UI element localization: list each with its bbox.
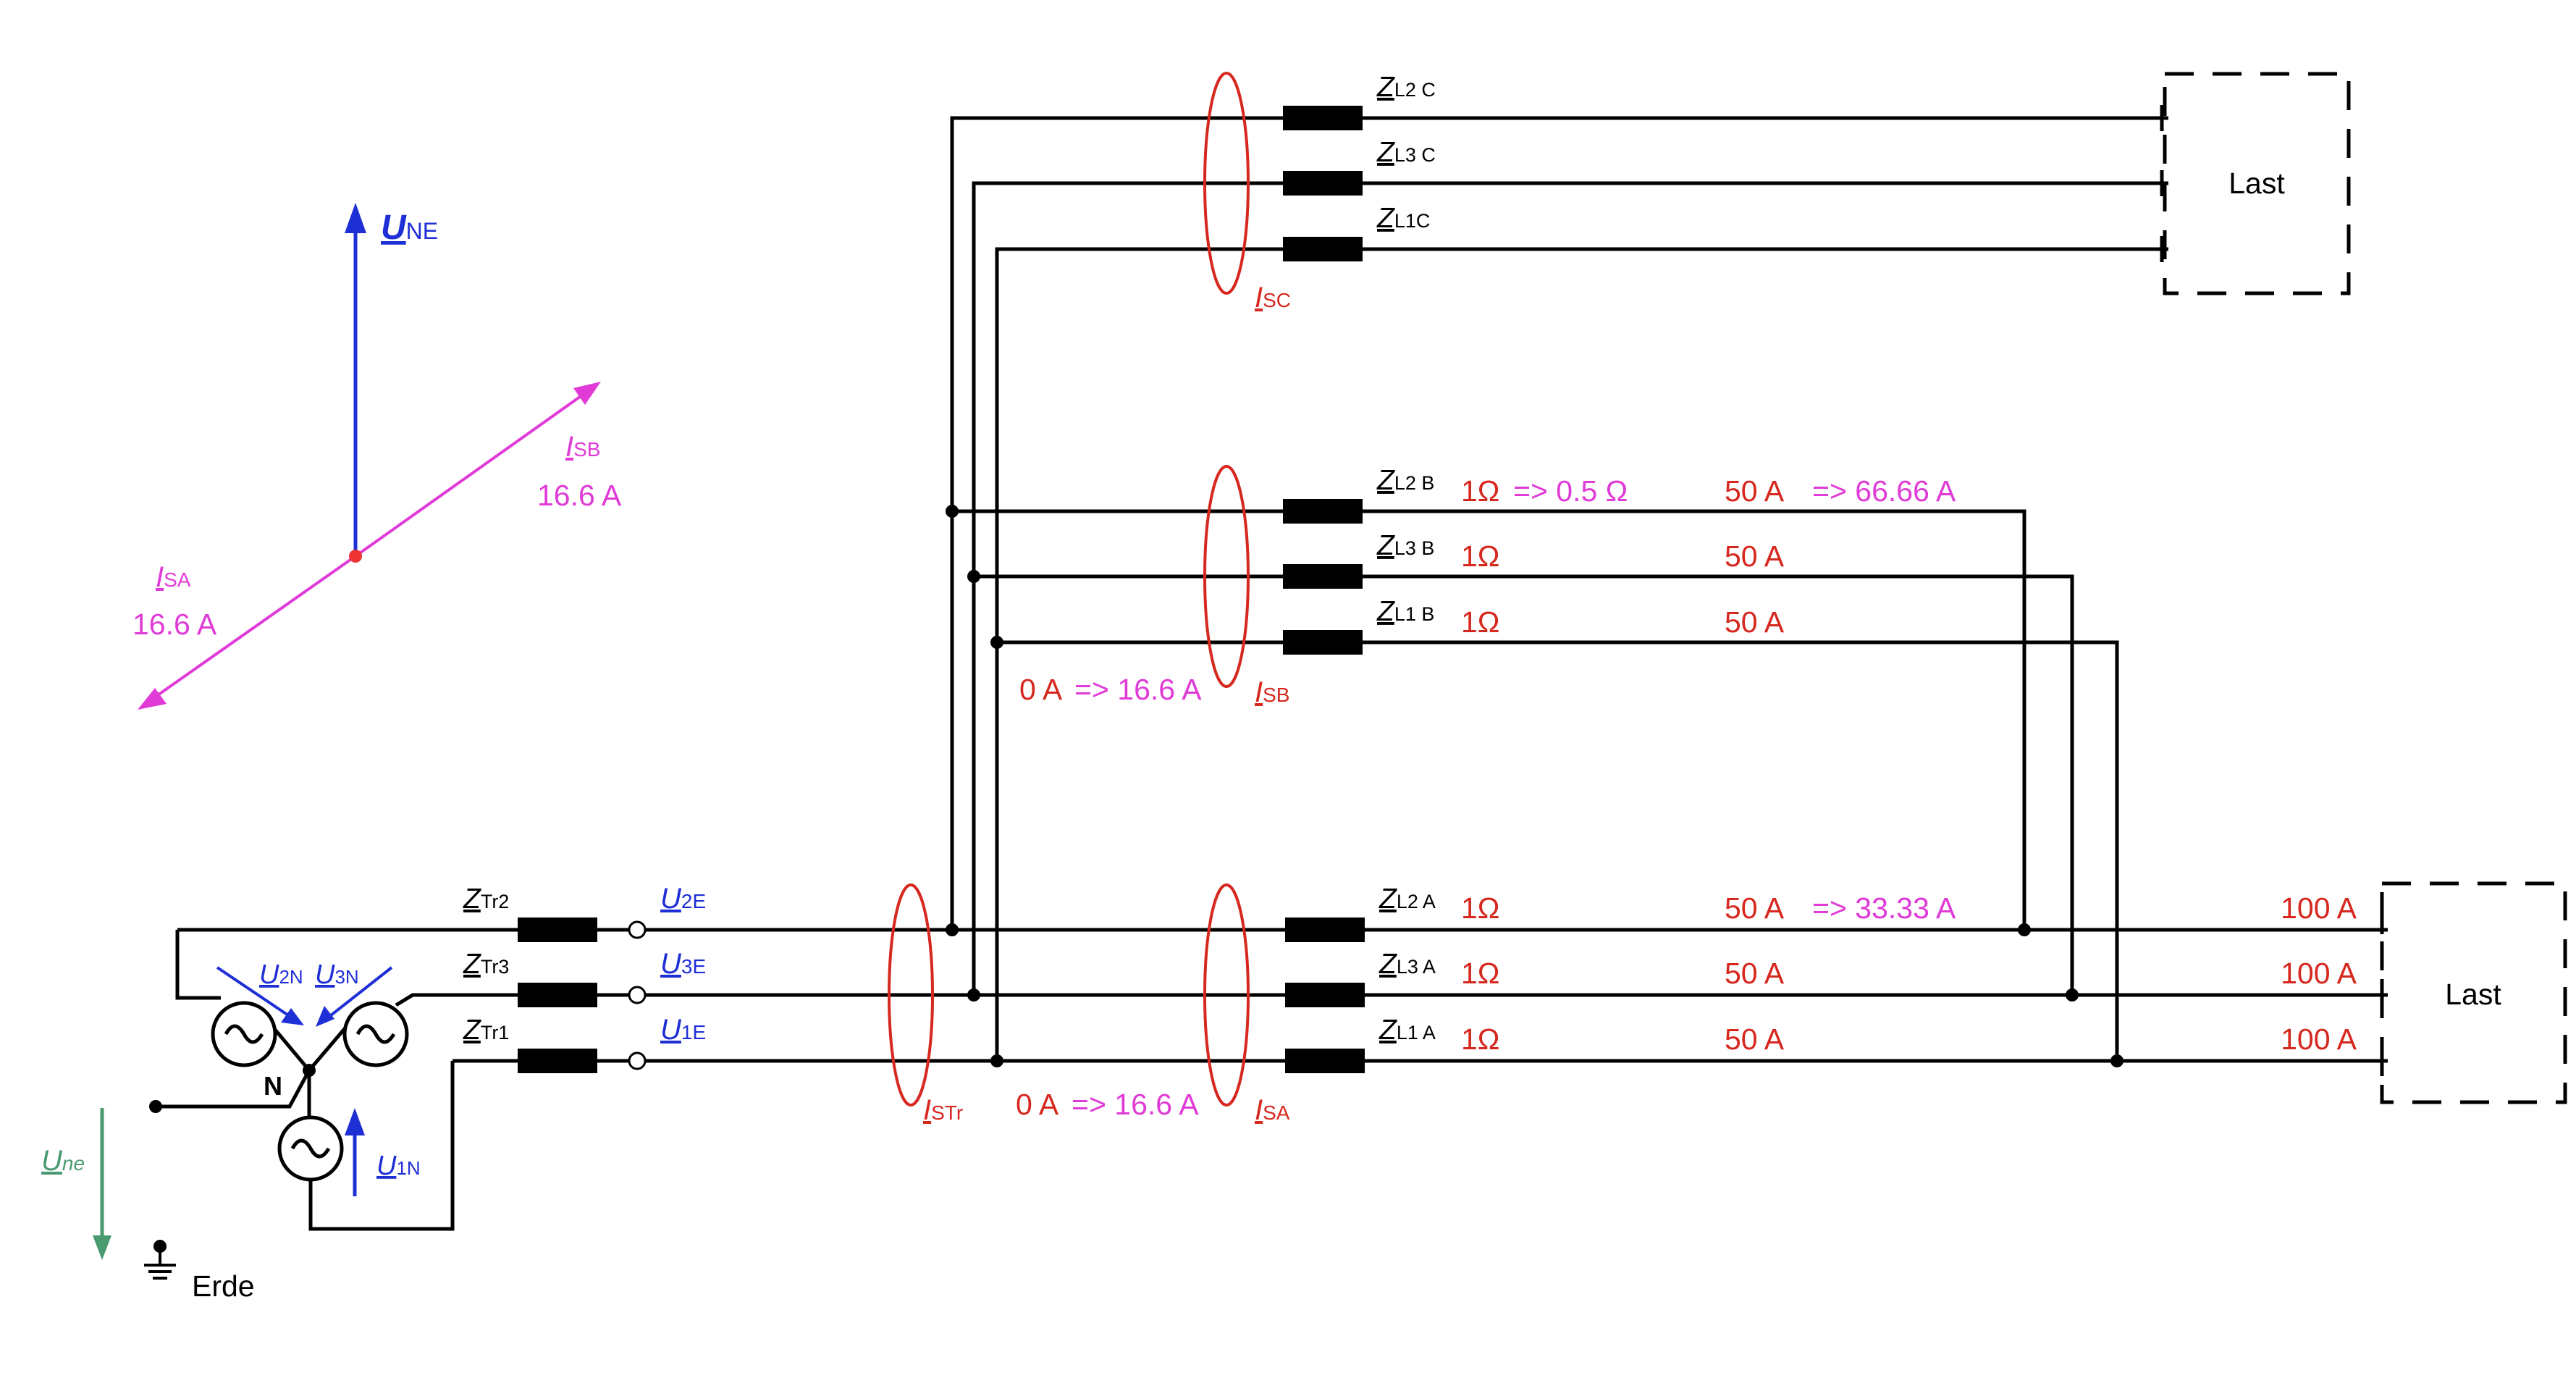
isb-value: 16.6 A	[537, 479, 622, 512]
une-label: UNE	[381, 209, 438, 247]
wire-l2-c	[950, 116, 2168, 930]
phasor-origin	[349, 550, 362, 563]
svg-text:1Ω: 1Ω	[1461, 957, 1499, 990]
svg-text:U3E: U3E	[660, 948, 706, 980]
terminals	[628, 920, 647, 1070]
isb-ellipse-label: ISB	[1255, 676, 1289, 708]
ellipse-isb	[1203, 465, 1250, 688]
isc-label: ISC	[1255, 282, 1291, 314]
svg-text:50 A: 50 A	[1725, 957, 1785, 990]
svg-text:ZL3 C: ZL3 C	[1376, 137, 1436, 168]
svg-text:0 A: 0 A	[1019, 673, 1063, 706]
isb-label: ISB	[565, 431, 600, 463]
isa-arrowhead	[138, 688, 167, 710]
svg-text:1Ω: 1Ω	[1461, 605, 1499, 639]
impedances-b	[1283, 499, 1363, 655]
phasor-diagram: UNE ISB 16.6 A ISA 16.6 A	[132, 203, 622, 710]
une-arrowhead	[345, 203, 366, 233]
svg-text:ZL3 A: ZL3 A	[1379, 949, 1436, 980]
svg-text:ZL3 B: ZL3 B	[1376, 530, 1434, 561]
neutral-label: N	[264, 1071, 282, 1101]
wire-l3-b	[974, 574, 2074, 995]
impedances-tr	[518, 918, 597, 1073]
svg-text:0 A: 0 A	[1016, 1088, 1059, 1121]
svg-text:=> 33.33 A: => 33.33 A	[1812, 891, 1956, 925]
labels-group-b: ZL2 B ZL3 B ZL1 B 1Ω => 0.5 Ω 50 A => 66…	[1019, 465, 1956, 708]
svg-text:1Ω: 1Ω	[1461, 891, 1499, 925]
ellipse-isc	[1203, 72, 1250, 295]
svg-text:U2E: U2E	[660, 883, 706, 915]
svg-text:100 A: 100 A	[2281, 957, 2357, 990]
svg-text:ZL1 A: ZL1 A	[1379, 1015, 1436, 1046]
svg-text:ZTr1: ZTr1	[463, 1015, 509, 1046]
svg-text:50 A: 50 A	[1725, 539, 1785, 573]
svg-text:ZL2 A: ZL2 A	[1379, 883, 1436, 915]
isb-arrowhead	[573, 382, 601, 405]
svg-text:=> 66.66 A: => 66.66 A	[1812, 474, 1956, 508]
une-earth-label: Une	[41, 1145, 85, 1177]
isa-phasor-arrow	[147, 555, 357, 703]
wire-l2-b	[952, 509, 2026, 930]
svg-text:U1E: U1E	[660, 1014, 706, 1046]
svg-text:ZL2 B: ZL2 B	[1376, 465, 1434, 496]
svg-text:Last: Last	[2228, 167, 2285, 200]
ellipse-istr	[888, 883, 934, 1107]
load-top: Last	[2163, 72, 2351, 295]
wire-l1-c	[995, 247, 2168, 1061]
svg-text:100 A: 100 A	[2281, 1023, 2357, 1056]
load-bottom: Last	[2380, 881, 2567, 1104]
u2n-label: U2N	[259, 960, 303, 990]
svg-text:ZL1C: ZL1C	[1376, 203, 1430, 234]
svg-text:50 A: 50 A	[1725, 605, 1785, 639]
earth-label: Erde	[192, 1269, 255, 1303]
ellipse-isa	[1203, 883, 1250, 1107]
wire-l1-b	[997, 640, 2119, 1061]
svg-text:50 A: 50 A	[1725, 474, 1785, 508]
svg-text:=> 16.6 A: => 16.6 A	[1072, 1088, 1199, 1121]
transformer: N U2N U3N U1N ZTr2 ZTr3 ZTr1 U2E U3E U1E…	[149, 883, 963, 1231]
junctions	[946, 505, 2123, 1067]
svg-text:ZTr3: ZTr3	[463, 949, 509, 980]
labels-group-c: ZL2 C ZL3 C ZL1C ISC	[1255, 72, 1436, 314]
svg-text:=> 0.5 Ω: => 0.5 Ω	[1513, 474, 1628, 508]
svg-text:Last: Last	[2445, 978, 2501, 1011]
u3n-label: U3N	[315, 960, 359, 990]
svg-text:1Ω: 1Ω	[1461, 539, 1499, 573]
u1n-label: U1N	[376, 1151, 421, 1181]
svg-text:100 A: 100 A	[2281, 891, 2357, 925]
svg-text:ZL1 B: ZL1 B	[1376, 596, 1434, 627]
svg-text:50 A: 50 A	[1725, 891, 1785, 925]
svg-text:=> 16.6 A: => 16.6 A	[1074, 673, 1202, 706]
svg-text:1Ω: 1Ω	[1461, 474, 1499, 508]
wires	[177, 116, 2388, 1063]
wire-l3-c	[972, 181, 2168, 995]
isa-value: 16.6 A	[132, 608, 217, 641]
svg-text:50 A: 50 A	[1725, 1023, 1785, 1056]
svg-text:ZTr2: ZTr2	[463, 883, 509, 915]
labels-group-a: ZL2 A ZL3 A ZL1 A 1Ω 50 A => 33.33 A 100…	[1016, 883, 2357, 1126]
isa-ellipse-label: ISA	[1255, 1094, 1290, 1126]
impedances-a	[1285, 918, 1365, 1073]
isa-label: ISA	[156, 561, 191, 593]
istr-label: ISTr	[923, 1094, 963, 1126]
earth: Une Erde	[41, 1108, 255, 1303]
impedances-c	[1283, 106, 1363, 261]
svg-text:ZL2 C: ZL2 C	[1376, 72, 1436, 103]
svg-text:1Ω: 1Ω	[1461, 1023, 1499, 1056]
isb-phasor-arrow	[354, 388, 592, 558]
